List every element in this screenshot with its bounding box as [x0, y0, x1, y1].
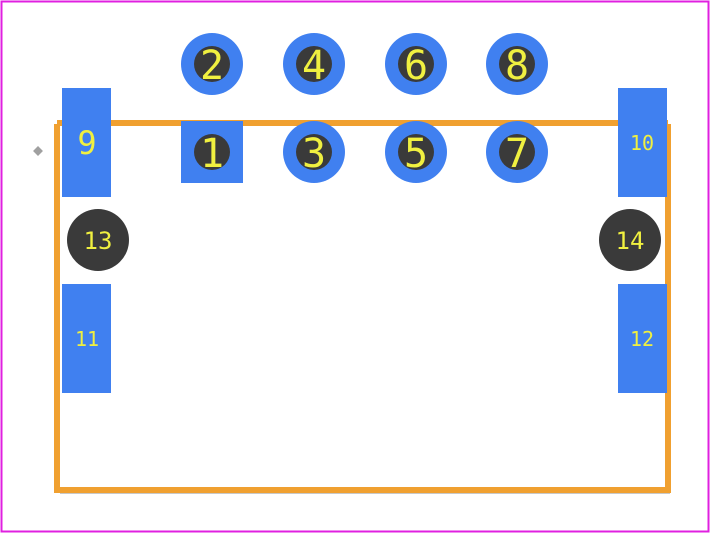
- drill-hole: [296, 46, 332, 82]
- pad-label: 1: [200, 131, 224, 177]
- pad-1[interactable]: 1: [181, 121, 243, 183]
- pad-label: 4: [302, 43, 326, 89]
- pad-label: 7: [505, 131, 529, 177]
- pad-3[interactable]: 3: [283, 121, 345, 183]
- pad-12[interactable]: 12: [618, 284, 667, 393]
- pad-label: 11: [75, 327, 99, 351]
- body-outline-main: [54, 124, 671, 493]
- pad-7[interactable]: 7: [486, 121, 548, 183]
- drill-hole: [499, 46, 535, 82]
- pad-label: 14: [616, 227, 645, 255]
- body-outline: [54, 120, 671, 494]
- pad-8[interactable]: 8: [486, 33, 548, 95]
- pad-label: 3: [302, 131, 326, 177]
- pad-label: 9: [77, 124, 96, 162]
- pad-4[interactable]: 4: [283, 33, 345, 95]
- drill-hole: [296, 134, 332, 170]
- pad-label: 6: [404, 43, 428, 89]
- pad-label: 13: [84, 227, 113, 255]
- pad-smd: [618, 284, 667, 393]
- npth-hole: [599, 209, 661, 271]
- pad-14[interactable]: 14: [599, 209, 661, 271]
- pad-11[interactable]: 11: [62, 284, 111, 393]
- pad-smd: [618, 88, 667, 197]
- pad-5[interactable]: 5: [385, 121, 447, 183]
- pad-label: 12: [630, 327, 654, 351]
- drill-hole: [499, 134, 535, 170]
- pad-label: 2: [200, 43, 224, 89]
- pad-label: 10: [630, 131, 654, 155]
- pad-13[interactable]: 13: [67, 209, 129, 271]
- drill-hole: [194, 134, 230, 170]
- pad-10[interactable]: 10: [618, 88, 667, 197]
- drill-hole: [194, 46, 230, 82]
- pad-9[interactable]: 9: [62, 88, 111, 197]
- pad-6[interactable]: 6: [385, 33, 447, 95]
- pad-smd: [62, 284, 111, 393]
- pin1-marker: [33, 146, 43, 156]
- pad-smd: [62, 88, 111, 197]
- drill-hole: [398, 134, 434, 170]
- npth-hole: [67, 209, 129, 271]
- pad-label: 8: [505, 43, 529, 89]
- pad-label: 5: [404, 131, 428, 177]
- pad-2[interactable]: 2: [181, 33, 243, 95]
- drill-hole: [398, 46, 434, 82]
